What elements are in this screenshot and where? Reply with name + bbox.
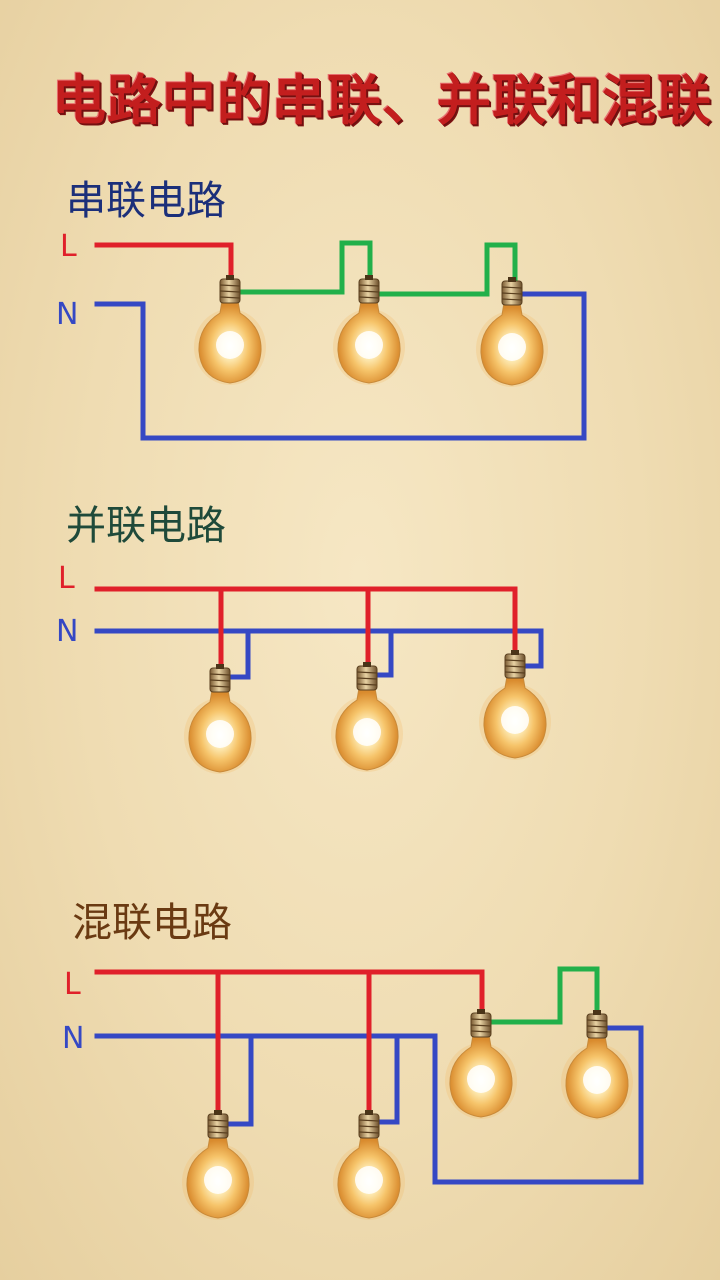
mixed-neutral-drop-2 — [371, 1033, 400, 1125]
series-link-wire-1 — [233, 240, 373, 295]
light-bulb-icon — [183, 663, 257, 775]
series-link-wire-2 — [372, 242, 518, 297]
light-bulb-icon — [444, 1008, 518, 1120]
parallel-circuit-title: 并联电路 — [66, 503, 226, 549]
mixed-neutral-drop-1 — [220, 1033, 254, 1127]
parallel-neutral-drop-2 — [370, 628, 394, 678]
series-circuit-title: 串联电路 — [66, 178, 226, 224]
page-title: 电路中的串联、并联和混联 — [52, 68, 712, 128]
mixed-neutral-label: N — [62, 1021, 84, 1056]
mixed-live-label: L — [64, 967, 81, 1002]
light-bulb-icon — [332, 1109, 406, 1221]
light-bulb-icon — [330, 661, 404, 773]
mixed-live-wire — [94, 969, 485, 1017]
series-neutral-wire — [94, 291, 587, 441]
mixed-neutral-wire — [94, 1025, 644, 1185]
mixed-circuit: L N — [62, 966, 644, 1221]
series-neutral-label: N — [56, 297, 78, 332]
parallel-live-label: L — [58, 561, 75, 596]
mixed-circuit-title: 混联电路 — [72, 900, 232, 946]
parallel-neutral-label: N — [56, 614, 78, 649]
series-circuit: L N — [56, 229, 587, 441]
parallel-neutral-drop-3 — [517, 628, 544, 669]
parallel-neutral-drop-1 — [223, 628, 251, 680]
series-live-wire — [94, 242, 234, 281]
series-live-label: L — [60, 229, 77, 264]
mixed-link-wire — [484, 966, 600, 1025]
parallel-circuit: L N — [56, 561, 552, 775]
